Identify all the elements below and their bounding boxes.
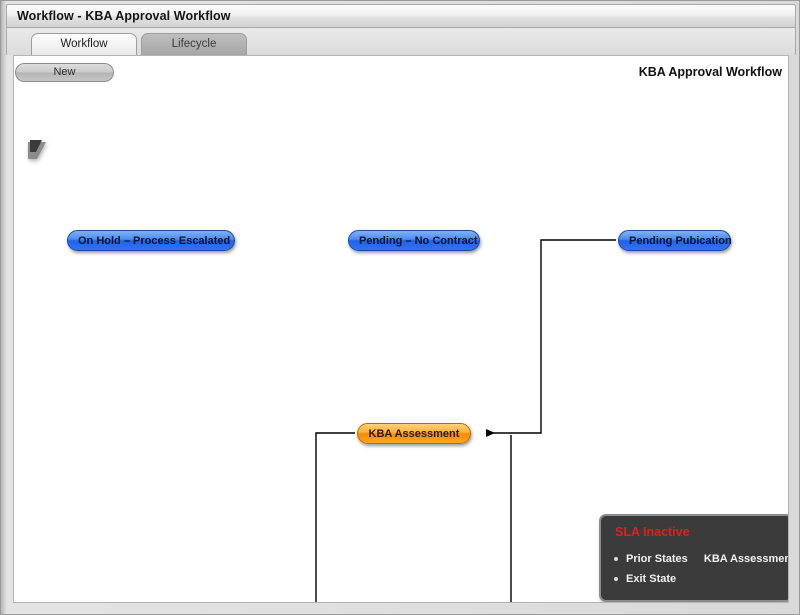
tooltip-item-value: KBA Assessment (703, 553, 789, 565)
edge-kba-assessment-to-content-rejected (510, 435, 512, 602)
workflow-diagram: On Hold – Process Escalated Pending – No… (14, 90, 788, 602)
tooltip-item-exit-state: Exit State (613, 569, 788, 589)
edge-pending-publication-to-kba-assessment (486, 239, 616, 437)
tab-workflow[interactable]: Workflow (31, 33, 137, 55)
bullet-icon (614, 577, 618, 581)
workflow-canvas-pane: New KBA Approval Workflow (13, 55, 789, 603)
state-node-kba-assessment[interactable]: KBA Assessment (357, 423, 471, 444)
window-title: Workflow - KBA Approval Workflow (17, 9, 231, 23)
bullet-icon (614, 557, 618, 561)
tooltip-item-label: Prior States (626, 553, 688, 565)
page-title: KBA Approval Workflow (638, 65, 782, 79)
sla-tooltip: SLA Inactive Prior States KBA Assessment… (599, 514, 789, 602)
tooltip-title: SLA Inactive (615, 525, 690, 539)
state-node-on-hold-process-escalated[interactable]: On Hold – Process Escalated (67, 230, 235, 251)
tooltip-item-prior-states: Prior States KBA Assessment (613, 549, 789, 569)
new-button[interactable]: New (15, 63, 114, 82)
toolbar: New KBA Approval Workflow (14, 56, 788, 90)
edge-kba-assessment-to-approved-published (315, 432, 355, 602)
workflow-connectors (315, 239, 616, 602)
tab-strip: Workflow Lifecycle (6, 28, 796, 55)
tab-lifecycle[interactable]: Lifecycle (141, 33, 247, 55)
window-titlebar: Workflow - KBA Approval Workflow (6, 4, 796, 28)
tooltip-list: Prior States KBA Assessment Exit State (613, 549, 789, 589)
state-node-pending-no-contract[interactable]: Pending – No Contract (348, 230, 480, 251)
tooltip-item-label: Exit State (626, 573, 677, 585)
state-node-pending-publication[interactable]: Pending Pubication (618, 230, 732, 251)
tooltip-pointer-inner (30, 140, 42, 152)
